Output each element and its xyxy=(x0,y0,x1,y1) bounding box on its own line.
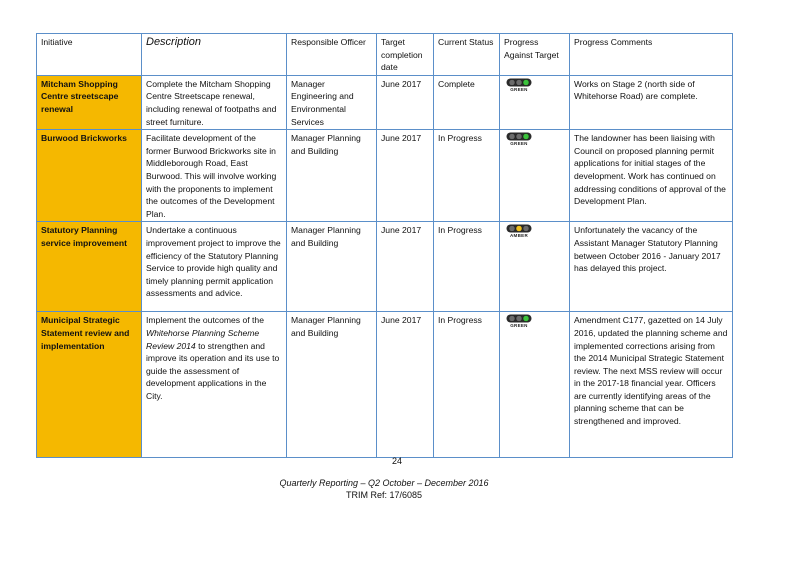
status-cell: In Progress xyxy=(433,129,500,223)
target-date-cell: June 2017 xyxy=(376,311,434,459)
initiative-cell: Statutory Planning service improvement xyxy=(36,221,142,313)
description-text: to strengthen and improve its operation … xyxy=(146,340,280,401)
header-responsible-officer: Responsible Officer xyxy=(286,33,377,76)
traffic-light-lamp xyxy=(508,315,516,323)
comments-cell: The landowner has been liaising with Cou… xyxy=(569,129,733,223)
traffic-light-lamps xyxy=(506,224,532,233)
traffic-light-lamp xyxy=(515,315,523,323)
description-cell: Undertake a continuous improvement proje… xyxy=(141,221,287,313)
status-cell: In Progress xyxy=(433,311,500,459)
table-row: Burwood Brickworks Facilitate developmen… xyxy=(36,129,733,223)
traffic-light-lamp xyxy=(522,315,530,323)
header-initiative: Initiative xyxy=(36,33,142,76)
traffic-light-icon: AMBER xyxy=(504,224,534,238)
header-description: Description xyxy=(141,33,287,76)
traffic-light-lamps xyxy=(506,314,532,323)
initiative-cell: Mitcham Shopping Centre streetscape rene… xyxy=(36,74,142,131)
header-progress-comments: Progress Comments xyxy=(569,33,733,76)
traffic-light-lamp xyxy=(508,133,516,140)
officer-cell: Manager Planning and Building xyxy=(286,129,377,223)
status-cell: In Progress xyxy=(433,221,500,313)
target-date-cell: June 2017 xyxy=(376,221,434,313)
traffic-light-lamp xyxy=(508,225,516,233)
table-row: Statutory Planning service improvement U… xyxy=(36,221,733,313)
officer-cell: Manager Planning and Building xyxy=(286,311,377,459)
initiative-cell: Municipal Strategic Statement review and… xyxy=(36,311,142,459)
target-date-cell: June 2017 xyxy=(376,74,434,131)
description-cell: Facilitate development of the former Bur… xyxy=(141,129,287,223)
officer-cell: Manager Engineering and Environmental Se… xyxy=(286,74,377,131)
traffic-light-icon: GREEN xyxy=(504,132,534,146)
progress-report-table: Initiative Description Responsible Offic… xyxy=(36,33,733,459)
traffic-light-lamp xyxy=(508,79,516,86)
header-progress: Progress Against Target xyxy=(499,33,570,76)
officer-cell: Manager Planning and Building xyxy=(286,221,377,313)
initiative-cell: Burwood Brickworks xyxy=(36,129,142,223)
comments-cell: Works on Stage 2 (north side of Whitehor… xyxy=(569,74,733,131)
traffic-light-lamp xyxy=(522,79,530,86)
footer-trim-ref: TRIM Ref: 17/6085 xyxy=(345,490,423,500)
traffic-light-label: GREEN xyxy=(510,86,528,92)
table-header-row: Initiative Description Responsible Offic… xyxy=(36,33,733,76)
table-row: Mitcham Shopping Centre streetscape rene… xyxy=(36,74,733,131)
description-text: Implement the outcomes of the xyxy=(146,315,264,326)
traffic-light-icon: GREEN xyxy=(504,78,534,92)
traffic-light-label: GREEN xyxy=(510,323,528,329)
progress-cell: GREEN xyxy=(499,74,570,131)
status-cell: Complete xyxy=(433,74,500,131)
traffic-light-label: AMBER xyxy=(510,233,528,239)
comments-cell: Unfortunately the vacancy of the Assista… xyxy=(569,221,733,313)
header-target-date: Target completion date xyxy=(376,33,434,76)
page-number: 24 xyxy=(391,456,402,466)
header-current-status: Current Status xyxy=(433,33,500,76)
target-date-cell: June 2017 xyxy=(376,129,434,223)
traffic-light-lamp xyxy=(515,133,523,140)
traffic-light-label: GREEN xyxy=(510,141,528,147)
traffic-light-lamp xyxy=(522,133,530,140)
traffic-light-lamps xyxy=(506,78,532,87)
progress-cell: GREEN xyxy=(499,129,570,223)
description-cell: Implement the outcomes of the Whitehorse… xyxy=(141,311,287,459)
table-row: Municipal Strategic Statement review and… xyxy=(36,311,733,459)
progress-cell: AMBER xyxy=(499,221,570,313)
traffic-light-lamps xyxy=(506,132,532,141)
description-document-title: Whitehorse Planning Scheme Review 2014 xyxy=(146,327,260,351)
traffic-light-lamp xyxy=(522,225,530,233)
traffic-light-lamp xyxy=(515,225,523,233)
traffic-light-icon: GREEN xyxy=(504,314,534,328)
traffic-light-lamp xyxy=(515,79,523,86)
description-cell: Complete the Mitcham Shopping Centre Str… xyxy=(141,74,287,131)
footer-report-period: Quarterly Reporting – Q2 October – Decem… xyxy=(279,478,489,488)
comments-cell: Amendment C177, gazetted on 14 July 2016… xyxy=(569,311,733,459)
progress-cell: GREEN xyxy=(499,311,570,459)
